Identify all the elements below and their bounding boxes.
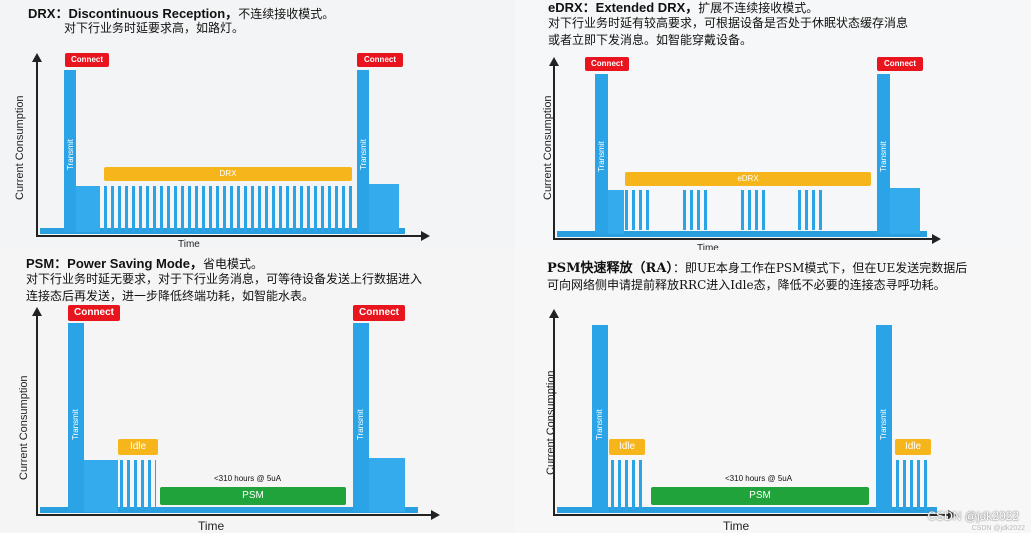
edrx-baseline: [557, 231, 927, 237]
psm-transmit-label-1: Transmit: [71, 409, 80, 440]
psm-x-arrow: [431, 510, 440, 520]
psm-panel: PSM：Power Saving Mode，省电模式。 对下行业务时延无要求，对…: [0, 250, 515, 533]
psm-title: PSM：Power Saving Mode，省电模式。: [26, 256, 263, 271]
psm-ra-idle-pulses-2: [896, 460, 930, 510]
edrx-tail-block-1: [608, 190, 624, 234]
edrx-description-line-1: 对下行业务时延有较高要求，可根据设备是否处于休眠状态缓存消息: [548, 16, 909, 30]
drx-transmit-label-1: Transmit: [66, 139, 75, 170]
drx-description: 对下行业务时延要求高，如路灯。: [64, 21, 245, 35]
drx-tail-block-1: [76, 186, 100, 232]
edrx-x-label: Time: [697, 243, 719, 254]
edrx-x-arrow: [932, 234, 941, 244]
psm-transmit-label-2: Transmit: [356, 409, 365, 440]
psm-idle-bar: Idle: [118, 439, 158, 455]
edrx-connect-tag-2: Connect: [877, 57, 923, 71]
psm-ra-baseline: [557, 507, 937, 513]
drx-connect-tag-1: Connect: [65, 53, 109, 67]
drx-x-label: Time: [178, 239, 200, 250]
edrx-transmit-spike-1: [595, 74, 608, 234]
drx-title: DRX：Discontinuous Reception，不连续接收模式。: [28, 6, 335, 21]
edrx-transmit-label-2: Transmit: [879, 141, 888, 172]
drx-y-arrow: [32, 53, 42, 62]
psm-ra-idle-bar-1: Idle: [609, 439, 645, 455]
csdn-watermark-small: CSDN @jdk2022: [971, 525, 1025, 532]
psm-ra-idle-bar-2: Idle: [895, 439, 931, 455]
edrx-connect-tag-1: Connect: [585, 57, 629, 71]
edrx-y-axis: [553, 64, 555, 239]
drx-transmit-label-2: Transmit: [359, 139, 368, 170]
edrx-x-axis: [553, 238, 933, 240]
psm-ra-title: PSM快速释放（RA）：即UE本身工作在PSM模式下，但在UE发送完数据后: [547, 261, 968, 276]
psm-ra-description: 可向网络侧申请提前释放RRC进入Idle态，降低不必要的连接态寻呼功耗。: [547, 278, 946, 292]
psm-y-label: Current Consumption: [18, 375, 30, 480]
psm-ra-y-arrow: [549, 309, 559, 318]
psm-y-axis: [36, 314, 38, 515]
edrx-y-label: Current Consumption: [542, 95, 554, 200]
drx-mode-bar: DRX: [104, 167, 352, 181]
edrx-y-arrow: [549, 57, 559, 66]
drx-transmit-spike-1: [64, 70, 76, 232]
psm-tail-block-2: [369, 458, 405, 512]
edrx-paging-group-4: [798, 190, 824, 230]
psm-ra-x-arrow: [948, 510, 957, 520]
psm-baseline: [40, 507, 418, 513]
drx-y-label: Current Consumption: [14, 95, 26, 200]
edrx-tail-block-2: [890, 188, 920, 234]
psm-ra-transmit-label-1: Transmit: [595, 409, 604, 440]
edrx-transmit-spike-2: [877, 74, 890, 234]
psm-idle-pulses-1: [120, 460, 156, 510]
psm-ra-transmit-spike-2: [876, 325, 892, 512]
psm-ra-transmit-spike-1: [592, 325, 608, 512]
psm-tail-block-1: [84, 460, 118, 512]
psm-y-arrow: [32, 307, 42, 316]
drx-y-axis: [36, 60, 38, 236]
psm-x-label: Time: [198, 519, 225, 533]
psm-description-line-1: 对下行业务时延无要求，对于下行业务消息，可等待设备发送上行数据进入: [26, 272, 423, 286]
psm-ra-x-label: Time: [723, 519, 750, 533]
drx-panel: DRX：Discontinuous Reception，不连续接收模式。 对下行…: [0, 0, 515, 262]
psm-mode-bar: PSM: [160, 487, 346, 505]
psm-transmit-spike-2: [353, 323, 369, 512]
psm-connect-tag-2: Connect: [353, 305, 405, 321]
drx-x-arrow: [421, 231, 430, 241]
edrx-paging-group-2: [683, 190, 709, 230]
psm-ra-idle-pulses-1: [611, 460, 645, 510]
psm-x-axis: [36, 514, 432, 516]
psm-connect-tag-1: Connect: [68, 305, 120, 321]
edrx-mode-bar: eDRX: [625, 172, 871, 186]
psm-ra-y-axis: [553, 316, 555, 515]
csdn-watermark: CSDN @jdk2022: [927, 509, 1019, 523]
drx-tail-block-2: [369, 184, 399, 232]
drx-paging-pulses: [104, 186, 352, 232]
psm-ra-panel: PSM快速释放（RA）：即UE本身工作在PSM模式下，但在UE发送完数据后 可向…: [515, 250, 1031, 533]
psm-ra-duration-note: <310 hours @ 5uA: [725, 474, 793, 483]
edrx-panel: eDRX：Extended DRX，扩展不连续接收模式。 对下行业务时延有较高要…: [515, 0, 1031, 262]
psm-ra-y-label: Current Consumption: [545, 370, 557, 475]
drx-x-axis: [36, 235, 422, 237]
drx-transmit-spike-2: [357, 70, 369, 232]
psm-description-line-2: 连接态后再发送，进一步降低终端功耗，如智能水表。: [26, 289, 315, 303]
edrx-paging-group-3: [741, 190, 767, 230]
edrx-description-line-2: 或者立即下发消息。如智能穿戴设备。: [548, 33, 753, 47]
drx-connect-tag-2: Connect: [357, 53, 403, 67]
psm-duration-note: <310 hours @ 5uA: [214, 474, 282, 483]
psm-ra-mode-bar: PSM: [651, 487, 869, 505]
edrx-paging-group-1: [625, 190, 651, 230]
psm-ra-x-axis: [553, 514, 949, 516]
edrx-title: eDRX：Extended DRX，扩展不连续接收模式。: [548, 0, 819, 15]
psm-transmit-spike-1: [68, 323, 84, 512]
edrx-transmit-label-1: Transmit: [597, 141, 606, 172]
psm-ra-transmit-label-2: Transmit: [879, 409, 888, 440]
